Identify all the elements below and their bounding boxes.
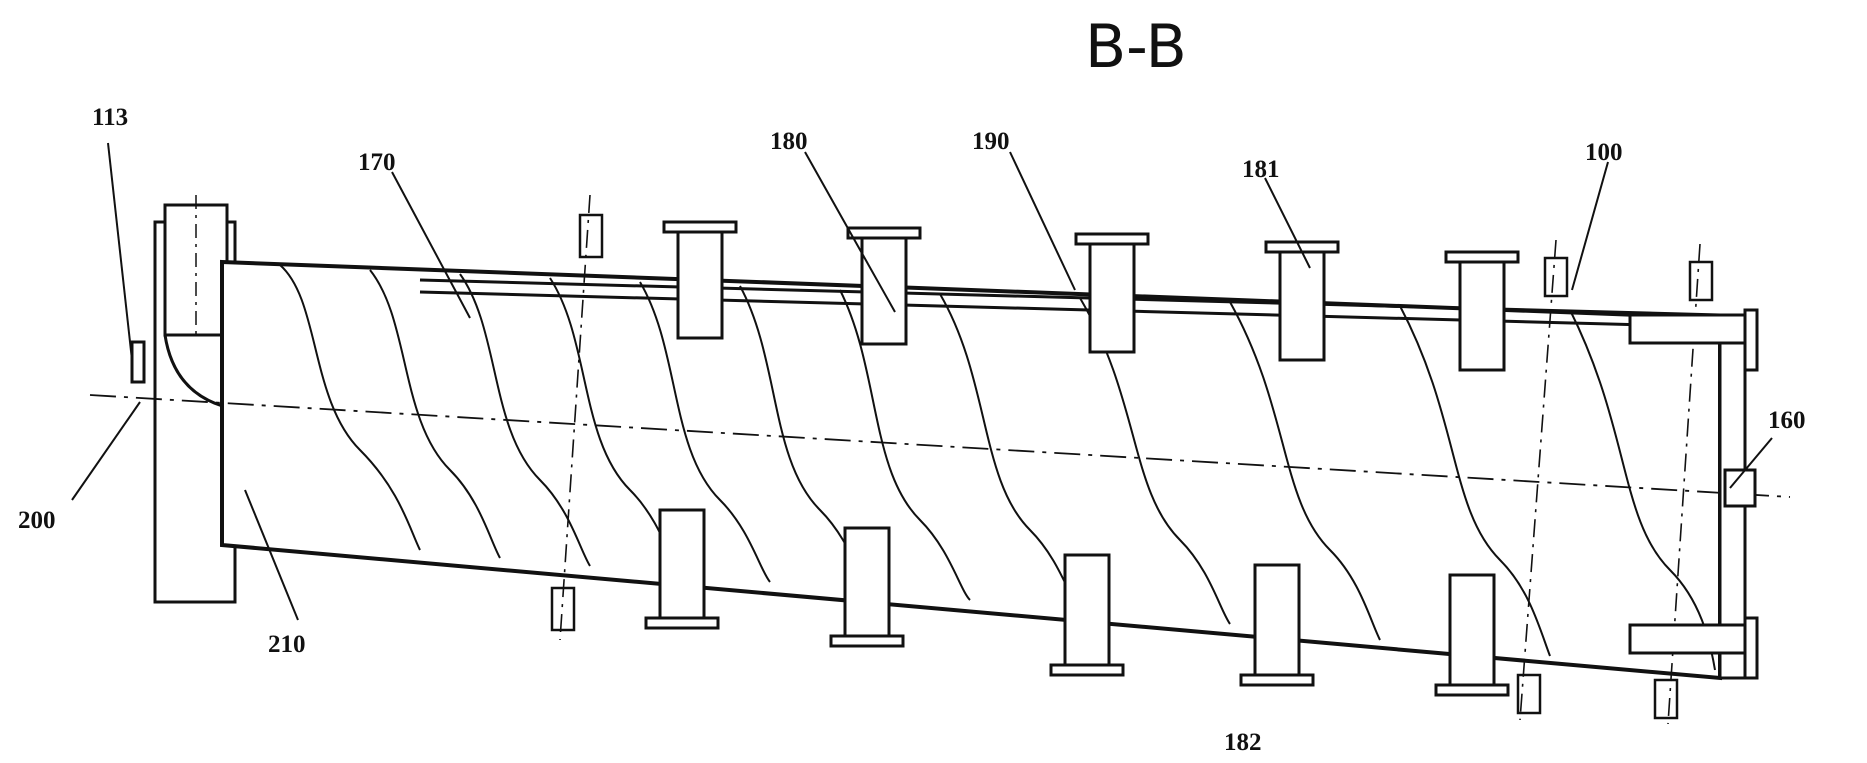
label-160: 160 (1768, 407, 1806, 434)
label-182: 182 (1224, 729, 1262, 756)
leader-lines (71, 142, 1773, 621)
label-190: 190 (972, 128, 1010, 155)
section-title: B-B (1085, 12, 1187, 82)
label-113: 113 (92, 104, 128, 131)
label-200: 200 (18, 507, 56, 534)
label-180: 180 (770, 128, 808, 155)
label-100: 100 (1585, 139, 1623, 166)
label-170: 170 (358, 149, 396, 176)
screw-flights (279, 264, 1716, 671)
right-end-assembly (1628, 308, 1759, 680)
center-axis (89, 394, 1791, 498)
bottom-nozzles (644, 508, 1510, 697)
label-181: 181 (1242, 156, 1280, 183)
top-nozzles (662, 220, 1520, 372)
left-flange-stub (130, 340, 146, 384)
label-210: 210 (268, 631, 306, 658)
